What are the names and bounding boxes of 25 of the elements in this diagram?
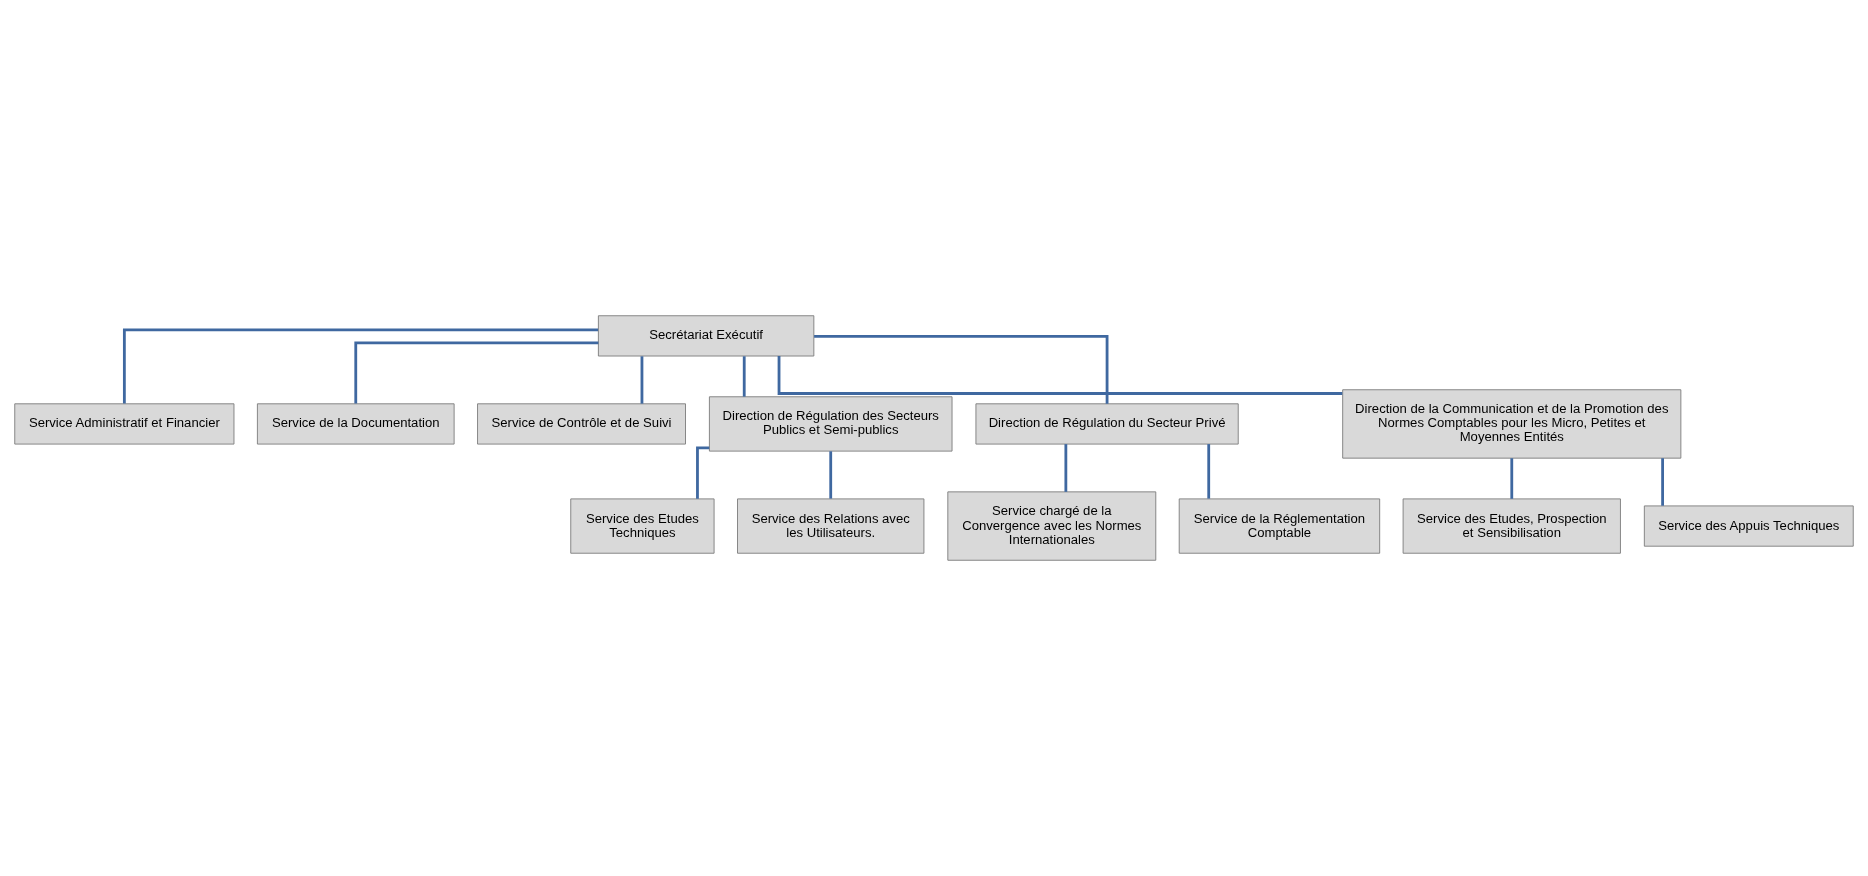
connector	[814, 334, 1109, 404]
node-box: Direction de Régulation du Secteur Privé	[975, 403, 1239, 445]
node-box: Service des Etudes Techniques	[570, 498, 715, 554]
node-box: Secrétariat Exécutif	[597, 315, 815, 357]
connector	[1510, 458, 1514, 499]
connector	[640, 356, 644, 404]
node-box: Service chargé de la Convergence avec les Normes Internationales	[947, 491, 1157, 561]
node-box: Service des Appuis Techniques	[1643, 505, 1854, 547]
node-box: Service des Etudes, Prospection et Sensibilisation	[1402, 498, 1621, 554]
node-box: Service de la Documentation	[256, 403, 455, 445]
connector	[742, 356, 746, 397]
connector	[1064, 444, 1068, 492]
connector	[122, 328, 599, 404]
connector	[1207, 444, 1211, 499]
connector	[696, 446, 710, 499]
connector	[354, 341, 599, 404]
node-box: Service de la Réglementation Comptable	[1178, 498, 1381, 554]
node-box: Direction de Régulation des Secteurs Publics et Semi-publics	[708, 396, 953, 452]
connector	[829, 451, 833, 499]
node-box: Service des Relations avec les Utilisateurs.	[737, 498, 925, 554]
connector	[1661, 458, 1664, 506]
connector	[777, 356, 1343, 395]
node-box: Service de Contrôle et de Suivi	[477, 403, 686, 445]
node-box: Direction de la Communication et de la Promotion des Normes Comptables pour les Micro, Petites et Moyennes Entités	[1342, 389, 1682, 459]
node-box: Service Administratif et Financier	[14, 403, 235, 445]
